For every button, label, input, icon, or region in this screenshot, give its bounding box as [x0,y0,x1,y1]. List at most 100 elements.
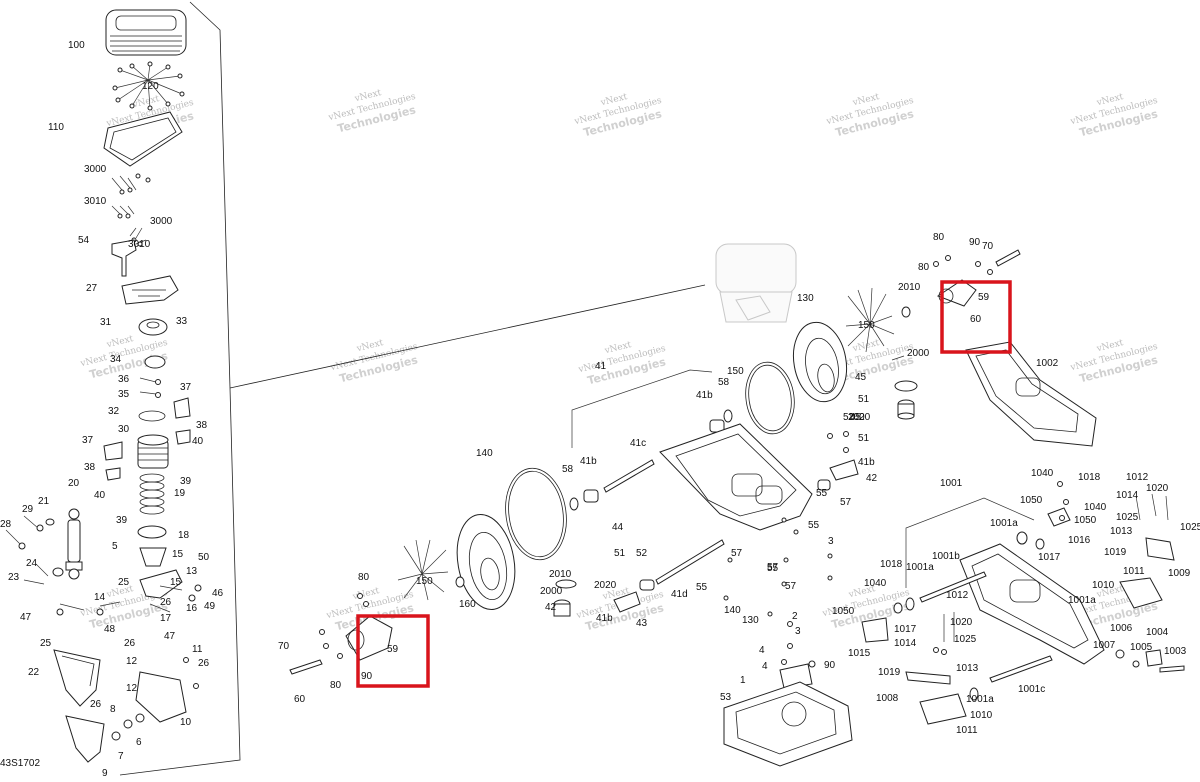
part-label: 18 [178,530,190,541]
part-label: 90 [361,671,373,682]
part-label: 150 [858,320,875,331]
part-label: 32 [108,406,120,417]
part-label: 1017 [894,624,917,635]
part-label: 1019 [1104,547,1127,558]
part-label: 1007 [1093,640,1116,651]
part-label: 1016 [1068,535,1091,546]
part-label: 58 [562,464,574,475]
part-label: 3010 [84,196,107,207]
housing-22 [53,649,101,707]
part-label: 1050 [1020,495,1043,506]
shock-absorber-20 [65,508,83,580]
part-label: 37 [82,435,94,446]
part-label: 90 [969,237,981,248]
part-label: 130 [742,615,759,626]
part-label: 12 [126,683,138,694]
guard-9 [65,715,105,763]
part-label: 1018 [880,559,903,570]
part-label: 47 [20,612,32,623]
part-label: 46 [212,588,224,599]
part-label: 15 [170,577,182,588]
part-label: 41b [696,390,713,401]
part-label: 25 [118,577,130,588]
part-label: 1025 [1180,522,1200,533]
part-label: 1001a [1068,595,1096,606]
part-label: 55 [767,563,779,574]
part-label: 4 [762,661,768,672]
part-label: 57 [785,581,797,592]
part-label: 1050 [1074,515,1097,526]
part-label: 41b [858,457,875,468]
part-label: 14 [94,592,106,603]
part-label: 1003 [1164,646,1187,657]
part-label: 39 [180,476,192,487]
part-label: 42 [545,602,557,613]
leader-41 [571,369,713,448]
part-label: 26 [124,638,136,649]
part-label: 1001a [906,562,934,573]
bracket-1015 [861,617,889,643]
part-label: 1011 [1123,566,1145,577]
part-label: 80 [330,680,342,691]
part-label: 40 [94,490,106,501]
part-label: 55 [808,520,820,531]
part-label: 1001 [940,478,963,489]
group-connector-line [229,284,706,389]
bolt-60-lower [289,659,323,675]
part-label: 55 [696,582,708,593]
ring-140-lower [505,467,567,561]
part-label: 1025 [1116,512,1139,523]
part-label: 1013 [1110,526,1133,537]
part-label: 1012 [1126,472,1149,483]
part-label: 2020 [594,580,617,591]
seat-18 [137,525,167,539]
part-label: 16 [186,603,198,614]
part-label: 41d [671,589,688,600]
valve-cover [105,9,187,56]
part-label: 1009 [1168,568,1191,579]
part-label: 1001c [1018,684,1045,695]
part-label: 1050 [832,606,855,617]
part-label: 1004 [1146,627,1169,638]
part-label: 4 [759,645,765,656]
engine-mount-1 [723,681,853,767]
part-label: 41 [595,361,607,372]
part-label: 15 [172,549,184,560]
part-label: 26 [198,658,210,669]
part-label: 31 [100,317,112,328]
part-label: 120 [142,81,159,92]
part-label: 1010 [970,710,993,721]
part-label: 24 [26,558,38,569]
part-label: 140 [724,605,741,616]
part-label: 22 [28,667,40,678]
part-label: 1002 [1036,358,1059,369]
shaft-41c [603,459,655,493]
part-label: 80 [358,572,370,583]
part-label: 80 [918,262,930,273]
bracket-1009 [1119,577,1163,609]
part-label: 20 [68,478,80,489]
ring-32 [138,410,166,422]
part-label: 59 [978,292,990,303]
part-label: 140 [476,448,493,459]
part-label: 1 [740,675,746,686]
dome-130-upper [792,321,848,403]
bracket-59-upper [936,279,977,307]
part-label: 90 [824,660,836,671]
part-label: 53 [720,692,732,703]
bolt-60-upper [995,249,1021,267]
engine-cradle-frame [659,423,813,531]
engine-reference-ghost [715,243,797,323]
part-label: 1005 [1130,642,1153,653]
part-label: 1001a [990,518,1018,529]
highlight-box-lower-59 [356,614,430,688]
part-label: 41b [596,613,613,624]
bracket-1008 [919,693,967,725]
part-label: 1040 [864,578,887,589]
part-label: 54 [78,235,90,246]
part-label: 3010 [128,239,151,250]
part-label: 150 [727,366,744,377]
